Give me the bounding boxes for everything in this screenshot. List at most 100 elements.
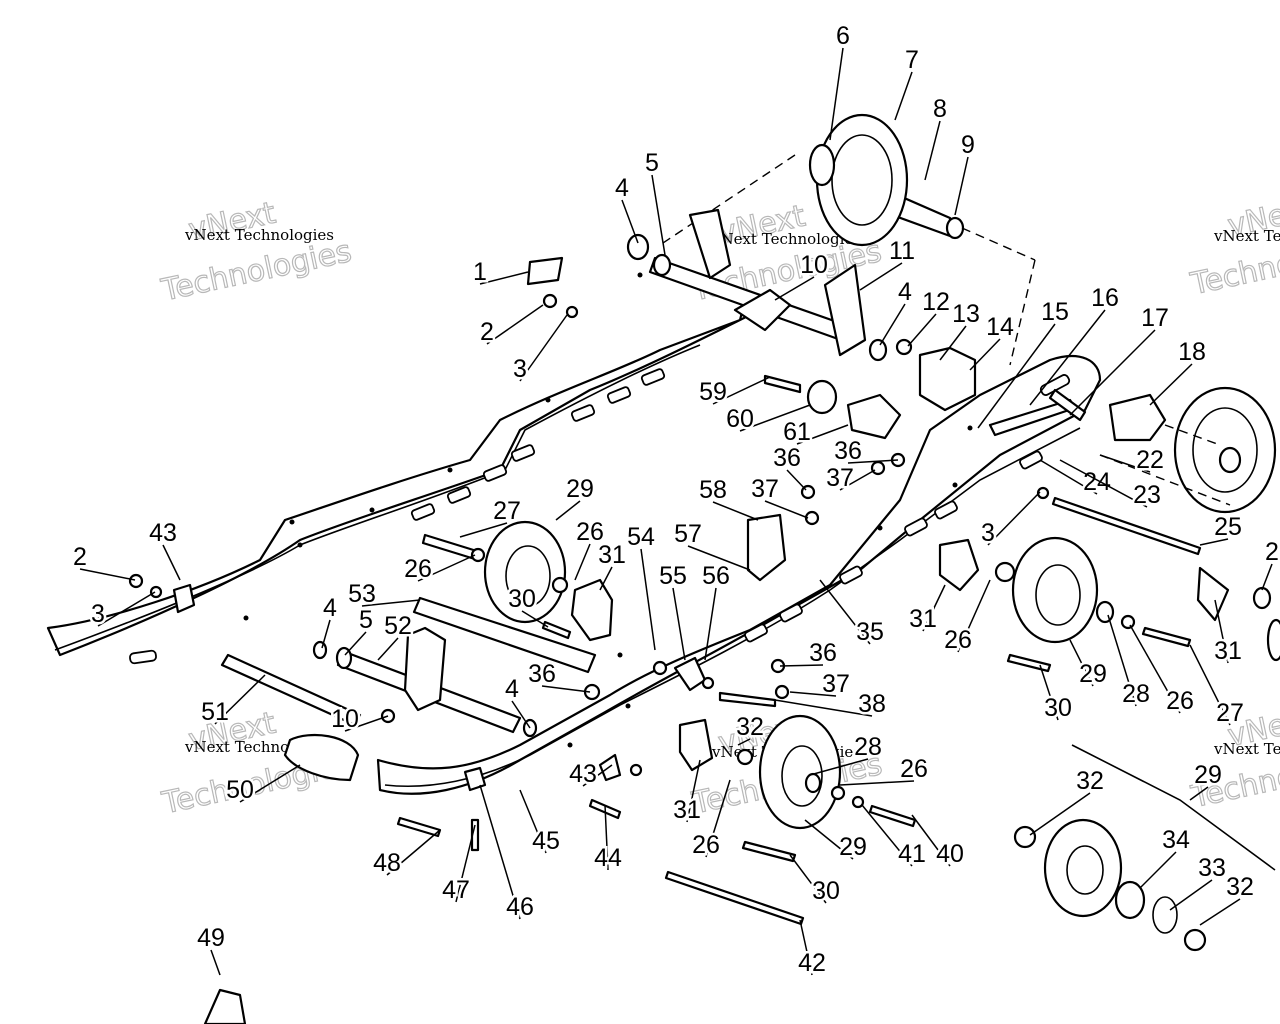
leader-line <box>361 599 421 607</box>
rail-hole <box>567 742 573 748</box>
rail-hole <box>952 482 958 488</box>
washer-26 <box>551 576 569 594</box>
bolt-30 <box>541 620 572 640</box>
callout-number: 42 <box>798 949 826 977</box>
leader-line <box>839 780 915 786</box>
wheel-rim <box>1043 818 1123 918</box>
leader-line <box>879 303 906 346</box>
leader-line <box>1139 851 1177 889</box>
rail-slot <box>904 517 928 537</box>
callout-number: 57 <box>674 520 702 548</box>
callout-number: 31 <box>673 796 701 824</box>
bolt-27 <box>1141 626 1192 648</box>
callout-number: 32 <box>1226 873 1254 901</box>
rail-hole <box>369 507 375 513</box>
leader-line <box>894 71 913 121</box>
bearing-32 <box>1013 825 1037 849</box>
leader-line <box>386 829 441 876</box>
leader-line <box>321 619 331 649</box>
callout-number: 51 <box>201 698 229 726</box>
leader-line <box>1199 538 1229 546</box>
callout-number: 61 <box>783 418 811 446</box>
callout-number: 31 <box>909 605 937 633</box>
left-rail-slots <box>129 368 666 665</box>
rear-idler-wheel-hub <box>831 134 893 226</box>
leader-line <box>774 699 873 717</box>
callout-number: 31 <box>1214 637 1242 665</box>
rear-idler-spacer <box>808 143 836 187</box>
callout-number: 26 <box>404 555 432 583</box>
leader-line <box>737 738 751 746</box>
leader-line <box>712 501 759 521</box>
callout-number: 32 <box>1076 767 1104 795</box>
leader-line <box>377 637 399 661</box>
bolt-30 <box>1006 653 1052 673</box>
leader-line <box>704 587 717 661</box>
rear-axle-end <box>945 216 965 240</box>
callout-number: 6 <box>836 22 850 50</box>
washer-26 <box>994 561 1016 583</box>
leader-line <box>214 674 266 725</box>
callout-number: 55 <box>659 562 687 590</box>
block-61 <box>846 393 902 440</box>
callout-number: 30 <box>812 877 840 905</box>
bracket-31 <box>678 718 714 772</box>
leader-line <box>764 500 809 519</box>
svg-text:vNext Technologies: vNext Technologies <box>711 230 861 248</box>
bumper-50 <box>283 733 360 782</box>
left-front-wheel-group <box>421 520 614 642</box>
washer <box>629 763 643 777</box>
rail-slot <box>839 565 863 585</box>
nut-56 <box>701 676 715 690</box>
callout-number: 37 <box>822 670 850 698</box>
callout-number: 2 <box>1265 538 1279 566</box>
leader-line <box>162 544 181 581</box>
callout-number: 22 <box>1136 446 1164 474</box>
leader-line <box>519 789 547 854</box>
callout-number: 46 <box>506 893 534 921</box>
rear-wheel-hub <box>1218 446 1242 474</box>
callout-number: 35 <box>856 618 884 646</box>
callout-number: 4 <box>615 174 629 202</box>
leader-line <box>210 949 221 976</box>
callout-number: 26 <box>944 626 972 654</box>
leader-line <box>829 47 844 141</box>
slide-51 <box>220 653 362 727</box>
leader-line <box>789 691 837 697</box>
leader-line <box>839 469 876 491</box>
rail-slot <box>410 503 436 521</box>
leader-line <box>486 304 544 345</box>
wheel-29-hub <box>781 745 823 807</box>
upper-cross-shaft <box>626 208 888 362</box>
callout-number: 2 <box>73 543 87 571</box>
callout-number: 48 <box>373 849 401 877</box>
callout-number: 29 <box>566 475 594 503</box>
leader-line <box>922 584 946 632</box>
watermark-top-left: vNext vNext Technologies Technologies <box>157 195 355 309</box>
rail-slot <box>934 500 958 520</box>
upper-bracket-right <box>823 263 867 357</box>
callout-number: 38 <box>858 690 886 718</box>
leader-line <box>712 376 771 405</box>
leader-line <box>1189 786 1209 801</box>
svg-text:Technologies: Technologies <box>158 234 355 309</box>
rail-hole <box>297 542 303 548</box>
leader-line <box>521 610 549 628</box>
leader-line <box>957 579 991 653</box>
bearing-34 <box>1114 880 1146 920</box>
bearing-28 <box>804 772 822 794</box>
bolt-38 <box>718 691 777 708</box>
rail-hole <box>447 467 453 473</box>
callout-number: 3 <box>513 355 527 383</box>
leader-line <box>1149 363 1193 406</box>
leader-line <box>907 313 937 347</box>
leader-line <box>651 174 666 256</box>
leader-line <box>819 579 871 645</box>
callout-number: 43 <box>569 760 597 788</box>
wheel-edge <box>1266 618 1280 662</box>
callout-number: 37 <box>751 475 779 503</box>
callout-number: 50 <box>226 776 254 804</box>
callout-number: 54 <box>627 523 655 551</box>
part-49 <box>203 988 247 1024</box>
